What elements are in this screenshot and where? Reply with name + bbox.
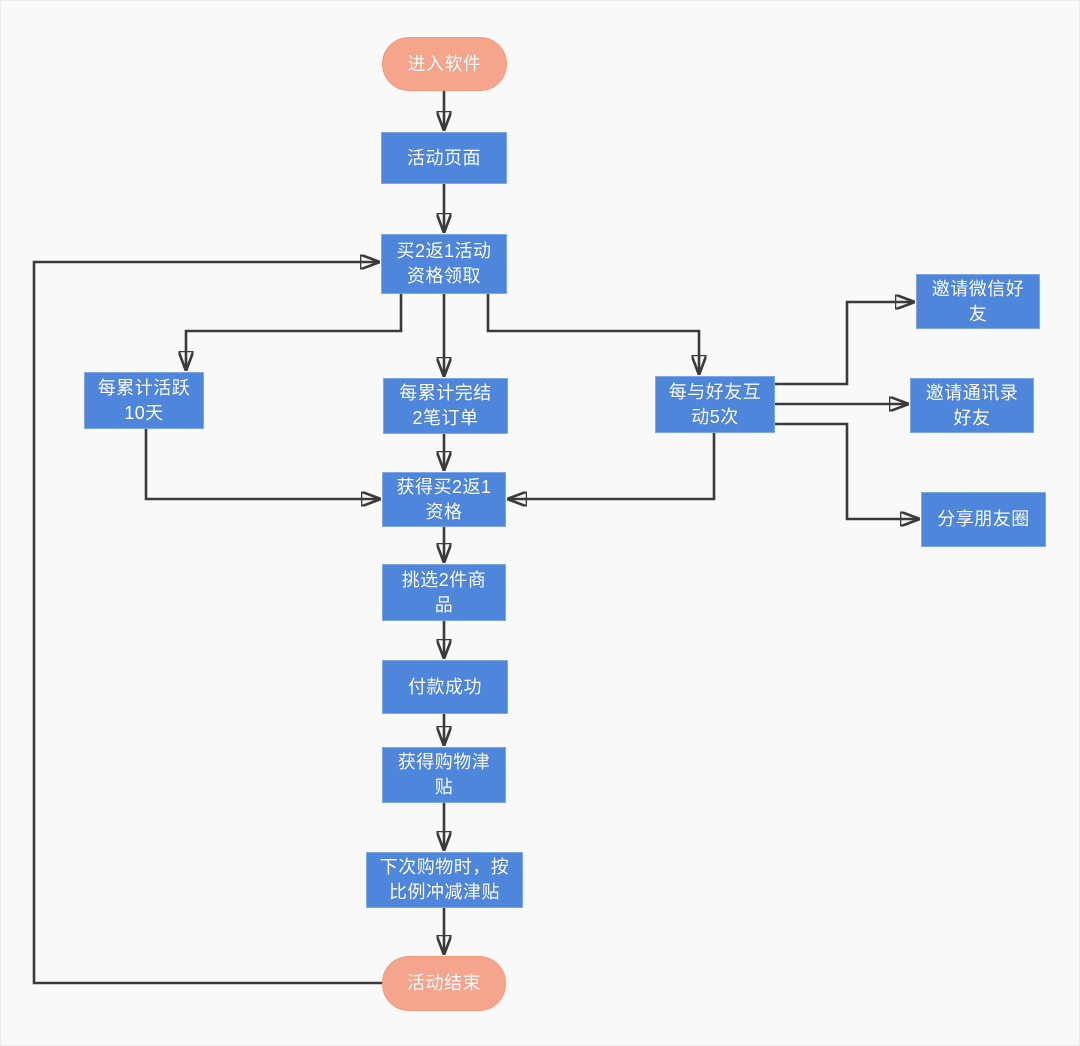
node-next-purchase-deduct: 下次购物时，按 比例冲减津贴 xyxy=(366,852,523,908)
edge-claim-to-active-10-days xyxy=(186,294,403,369)
node-interact-friends-5: 每与好友互 动5次 xyxy=(655,376,775,433)
node-start: 进入软件 xyxy=(382,37,507,91)
edge-interact-friends-to-get-qualification xyxy=(509,433,716,499)
node-claim-qualification: 买2返1活动 资格领取 xyxy=(381,234,507,294)
node-complete-2-orders: 每累计完结 2笔订单 xyxy=(383,378,508,434)
node-share-moments: 分享朋友圈 xyxy=(921,492,1046,547)
node-end: 活动结束 xyxy=(382,956,506,1011)
node-activity-page: 活动页面 xyxy=(381,132,507,184)
node-active-10-days: 每累计活跃 10天 xyxy=(84,372,204,429)
node-get-shopping-allowance: 获得购物津 贴 xyxy=(382,747,506,803)
node-pick-2-products: 挑选2件商 品 xyxy=(382,564,506,621)
edge-end-loop-to-claim xyxy=(32,262,382,985)
node-invite-wechat-friends: 邀请微信好 友 xyxy=(916,274,1040,329)
node-get-qualification: 获得买2返1 资格 xyxy=(382,472,506,527)
edge-claim-to-interact-friends xyxy=(486,294,699,373)
edge-interact-friends-to-share-moments xyxy=(775,422,918,519)
node-payment-success: 付款成功 xyxy=(382,660,508,714)
edge-active-10-days-to-get-qualification xyxy=(144,429,379,499)
edge-interact-friends-to-invite-wechat xyxy=(775,302,913,386)
node-invite-contact-friends: 邀请通讯录 好友 xyxy=(910,378,1034,433)
